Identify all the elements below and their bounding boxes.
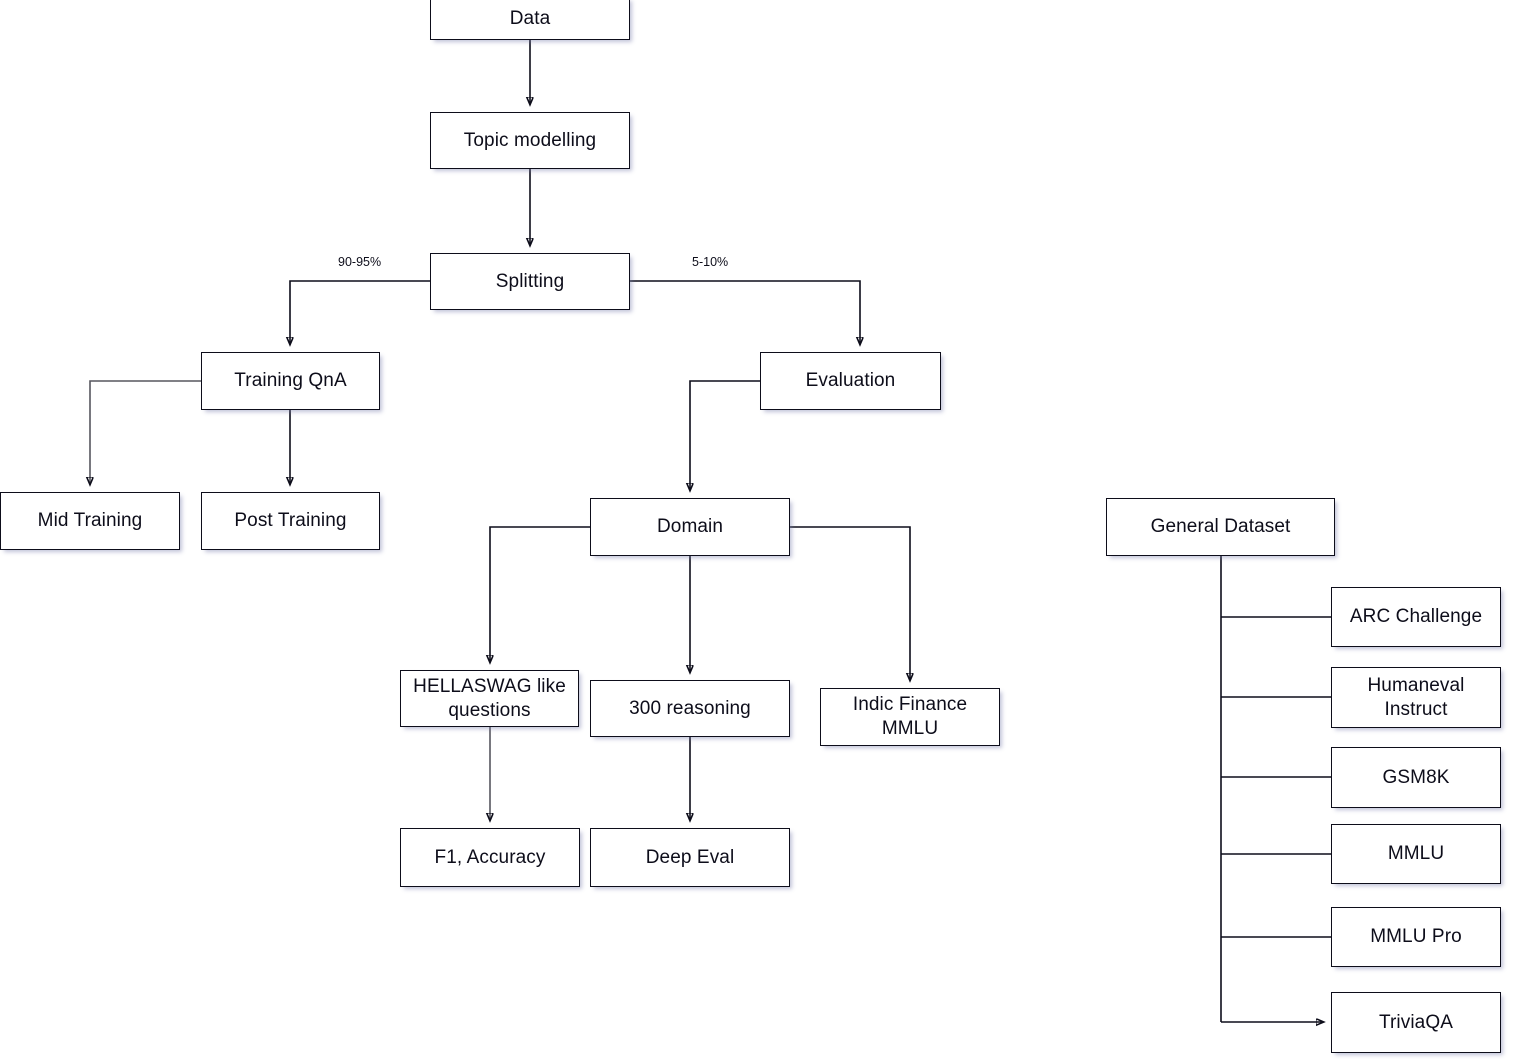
edge-training-mid <box>90 380 201 484</box>
node-data-label: Data <box>509 7 551 29</box>
edge-splitting-evaluation <box>630 280 860 344</box>
node-humaneval-instruct[interactable]: Humaneval Instruct <box>1331 667 1501 728</box>
node-data[interactable]: Data <box>430 0 630 40</box>
node-topic-modelling[interactable]: Topic modelling <box>430 112 630 169</box>
node-mid-training[interactable]: Mid Training <box>0 492 180 550</box>
node-training-qna-label: Training QnA <box>234 370 347 392</box>
node-post-training-label: Post Training <box>234 510 347 532</box>
node-mid-training-label: Mid Training <box>37 510 143 532</box>
node-gsm8k[interactable]: GSM8K <box>1331 747 1501 808</box>
node-evaluation-label: Evaluation <box>805 370 896 392</box>
edge-label-eval-split-percent: 5-10% <box>692 255 729 269</box>
node-general-dataset[interactable]: General Dataset <box>1106 498 1335 556</box>
node-deep-eval[interactable]: Deep Eval <box>590 828 790 887</box>
node-f1-accuracy[interactable]: F1, Accuracy <box>400 828 580 887</box>
edge-domain-hellaswag <box>490 526 590 662</box>
edge-domain-indic <box>790 526 910 680</box>
node-humaneval-instruct-label: Humaneval Instruct <box>1367 674 1465 720</box>
node-topic-modelling-label: Topic modelling <box>463 129 597 151</box>
node-indic-finance-mmlu[interactable]: Indic Finance MMLU <box>820 688 1000 746</box>
node-post-training[interactable]: Post Training <box>201 492 380 550</box>
node-domain[interactable]: Domain <box>590 498 790 556</box>
node-splitting-label: Splitting <box>495 270 565 292</box>
edge-evaluation-domain <box>690 380 760 490</box>
node-hellaswag-like-questions[interactable]: HELLASWAG like questions <box>400 670 579 727</box>
node-triviaqa-label: TriviaQA <box>1379 1011 1453 1033</box>
node-domain-label: Domain <box>656 516 724 538</box>
node-mmlu-label: MMLU <box>1387 843 1445 865</box>
node-arc-challenge[interactable]: ARC Challenge <box>1331 587 1501 647</box>
node-mmlu-pro[interactable]: MMLU Pro <box>1331 907 1501 967</box>
node-triviaqa[interactable]: TriviaQA <box>1331 992 1501 1053</box>
node-f1-accuracy-label: F1, Accuracy <box>434 846 546 868</box>
node-deep-eval-label: Deep Eval <box>645 846 735 868</box>
node-mmlu[interactable]: MMLU <box>1331 824 1501 884</box>
node-arc-challenge-label: ARC Challenge <box>1349 606 1483 628</box>
node-gsm8k-label: GSM8K <box>1382 766 1450 788</box>
node-splitting[interactable]: Splitting <box>430 253 630 310</box>
node-training-qna[interactable]: Training QnA <box>201 352 380 410</box>
node-indic-finance-mmlu-label: Indic Finance MMLU <box>852 694 968 739</box>
node-300-reasoning[interactable]: 300 reasoning <box>590 680 790 737</box>
edge-splitting-training <box>290 280 430 344</box>
node-evaluation[interactable]: Evaluation <box>760 352 941 410</box>
node-mmlu-pro-label: MMLU Pro <box>1370 926 1462 948</box>
node-300-reasoning-label: 300 reasoning <box>629 697 751 719</box>
node-general-dataset-label: General Dataset <box>1150 516 1291 538</box>
edge-label-train-split-percent: 90-95% <box>338 255 382 269</box>
node-hellaswag-like-questions-label: HELLASWAG like questions <box>413 675 566 721</box>
